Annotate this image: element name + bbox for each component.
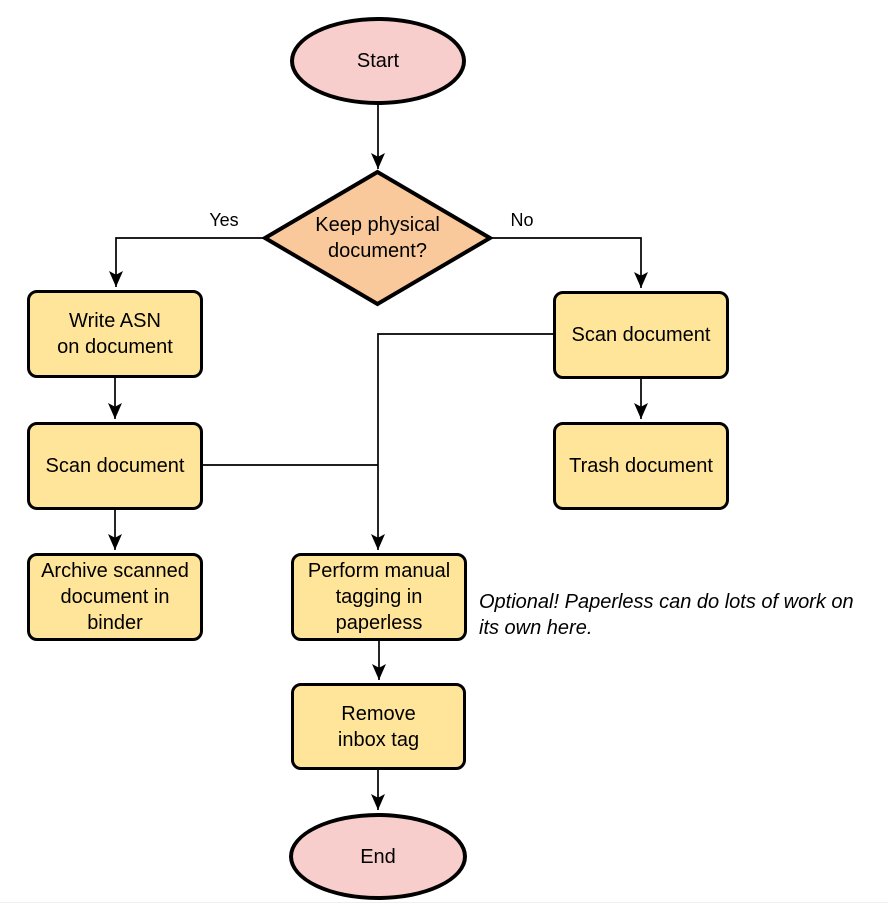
node-start: Start <box>290 17 466 105</box>
node-archive-scanned-label: Archive scanned document in binder <box>41 560 189 634</box>
node-trash-document-label: Trash document <box>569 455 713 477</box>
node-remove-inbox-tag: Remove inbox tag <box>291 683 466 770</box>
node-write-asn-label: Write ASN on document <box>57 310 173 358</box>
node-remove-inbox-tag-label: Remove inbox tag <box>337 702 420 751</box>
page-bottom-divider <box>0 902 888 903</box>
node-write-asn: Write ASN on document <box>27 290 203 378</box>
edge-decision-to-scan-right <box>490 237 648 288</box>
node-end-label: End <box>360 845 396 868</box>
node-scan-document-right-label: Scan document <box>571 324 711 346</box>
node-manual-tagging-label: Perform manual tagging in paperless <box>307 560 451 634</box>
node-scan-document-left-label: Scan document <box>45 455 185 477</box>
node-manual-tagging: Perform manual tagging in paperless <box>291 553 467 641</box>
node-decision-label: Keep physical document? <box>315 214 440 262</box>
edge-decision-to-write-asn <box>109 237 265 287</box>
node-end: End <box>289 813 467 900</box>
edge-label-yes: Yes <box>209 210 239 230</box>
node-scan-document-left: Scan document <box>27 422 203 510</box>
node-start-label: Start <box>356 50 400 72</box>
edge-label-no: No <box>510 210 534 230</box>
node-archive-scanned: Archive scanned document in binder <box>27 553 203 641</box>
node-trash-document: Trash document <box>553 422 729 510</box>
node-scan-document-right: Scan document <box>553 291 729 379</box>
annotation-optional-note: Optional! Paperless can do lots of work … <box>479 591 854 640</box>
node-decision: Keep physical document? <box>280 180 475 296</box>
edge-scan-right-to-tagging <box>371 333 553 550</box>
decision-diamond-shape <box>261 169 494 307</box>
